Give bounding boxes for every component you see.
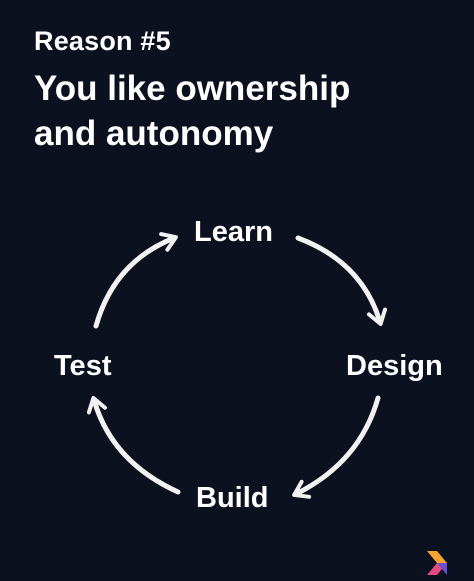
headline-line-1: You like ownership bbox=[34, 69, 351, 108]
headline-line-2: and autonomy bbox=[34, 114, 274, 153]
headline: You like ownership and autonomy bbox=[34, 66, 454, 156]
cycle-step-test: Test bbox=[46, 344, 120, 388]
eyebrow-label: Reason #5 bbox=[34, 26, 171, 56]
arrow-build-to-test bbox=[86, 395, 181, 495]
arrow-test-to-learn bbox=[93, 232, 178, 329]
cycle-step-design: Design bbox=[338, 344, 451, 388]
arrow-learn-to-design bbox=[295, 235, 388, 327]
brand-logo-icon bbox=[427, 551, 447, 575]
cycle-step-build: Build bbox=[188, 476, 277, 520]
arrow-design-to-build bbox=[292, 395, 381, 499]
cycle-step-learn: Learn bbox=[186, 210, 281, 254]
